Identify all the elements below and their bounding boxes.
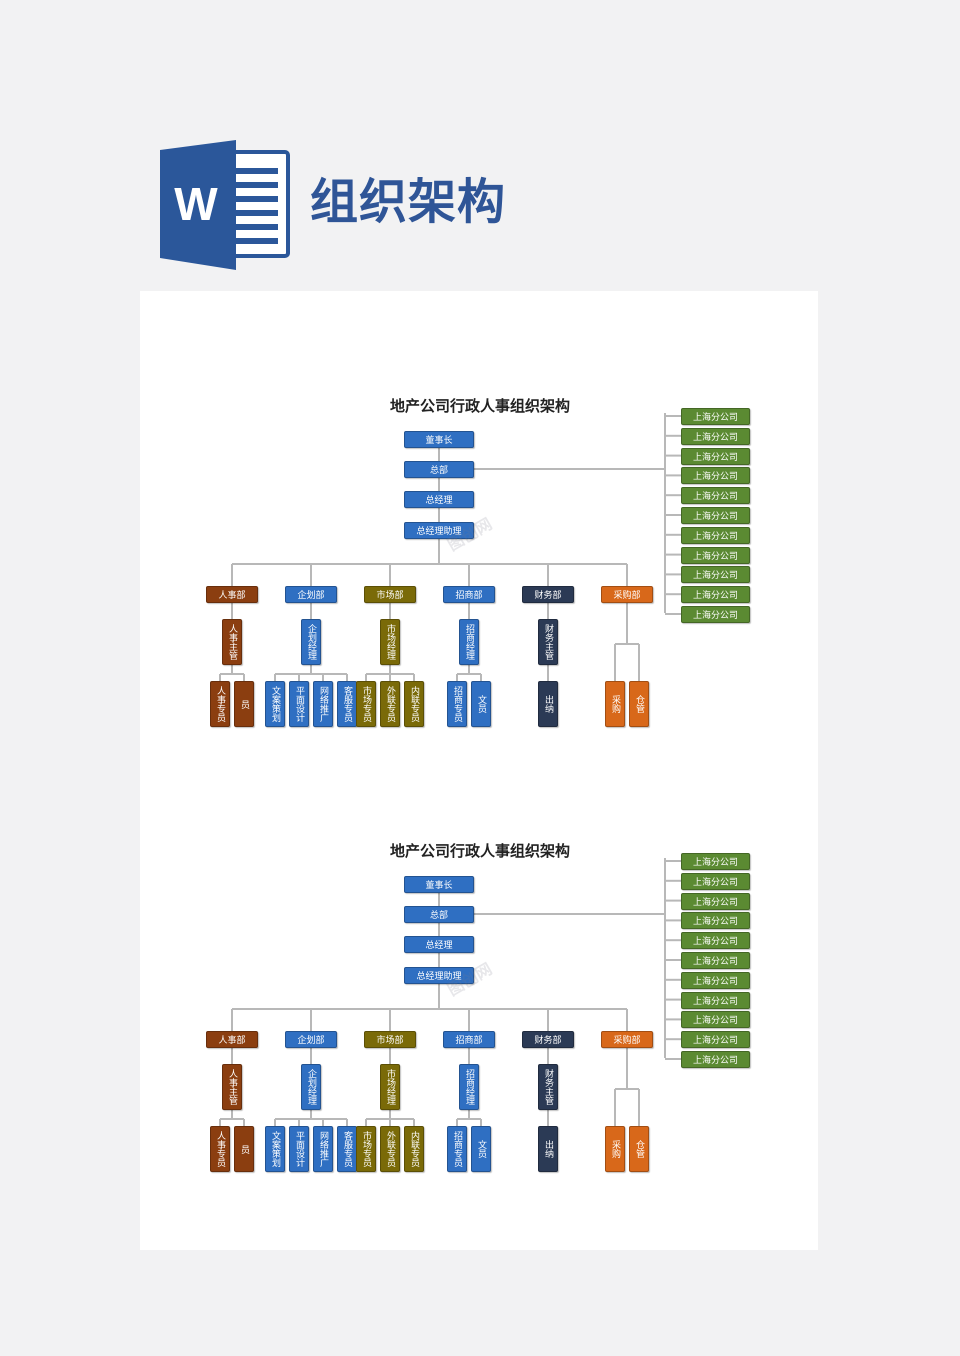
staff-marketing: 市场专员 [356,1126,376,1172]
staff-planning: 网络推广 [313,681,333,727]
top-node: 总经理助理 [404,522,474,539]
top-node: 总部 [404,906,474,923]
manager-planning: 企划经理 [301,1064,321,1110]
top-node: 总经理助理 [404,967,474,984]
manager-finance: 财务主管 [538,619,558,665]
department-purchasing: 采购部 [601,586,653,603]
branch-office: 上海分公司 [681,853,750,870]
page-title: 组织架构 [310,174,507,230]
word-icon: W [160,140,290,270]
department-planning: 企划部 [285,1031,337,1048]
staff-planning: 文案策划 [265,1126,285,1172]
manager-hr: 人事主管 [222,619,242,665]
staff-purchasing: 采购 [605,1126,625,1172]
staff-planning: 文案策划 [265,681,285,727]
manager-marketing: 市场经理 [380,1064,400,1110]
branch-office: 上海分公司 [681,487,750,505]
org-chart-2: 地产公司行政人事组织架构董事长总部总经理总经理助理上海分公司上海分公司上海分公司… [140,836,818,1196]
department-planning: 企划部 [285,586,337,603]
top-node: 总部 [404,461,474,478]
department-finance: 财务部 [522,586,574,603]
branch-office: 上海分公司 [681,546,750,564]
staff-investment: 文员 [471,1126,491,1172]
top-node: 总经理 [404,936,474,953]
branch-office: 上海分公司 [681,872,750,890]
branch-office: 上海分公司 [681,991,750,1009]
staff-investment: 文员 [471,681,491,727]
staff-planning: 客服专员 [337,681,357,727]
branch-office: 上海分公司 [681,408,750,425]
manager-marketing: 市场经理 [380,619,400,665]
department-finance: 财务部 [522,1031,574,1048]
branch-office: 上海分公司 [681,467,750,485]
connector-lines [219,858,681,1126]
staff-investment: 招商专员 [447,681,467,727]
branch-office: 上海分公司 [681,912,750,930]
staff-planning: 客服专员 [337,1126,357,1172]
manager-hr: 人事主管 [222,1064,242,1110]
org-chart-1: 地产公司行政人事组织架构董事长总部总经理总经理助理上海分公司上海分公司上海分公司… [140,391,818,751]
top-node: 董事长 [404,876,474,893]
chart-title: 地产公司行政人事组织架构 [389,397,570,415]
staff-investment: 招商专员 [447,1126,467,1172]
document-page: 地产公司行政人事组织架构董事长总部总经理总经理助理上海分公司上海分公司上海分公司… [140,291,818,1250]
chart-title: 地产公司行政人事组织架构 [389,842,570,860]
staff-planning: 平面设计 [289,1126,309,1172]
manager-planning: 企划经理 [301,619,321,665]
staff-purchasing: 仓管 [629,1126,649,1172]
branch-office: 上海分公司 [681,932,750,950]
department-purchasing: 采购部 [601,1031,653,1048]
branch-office: 上海分公司 [681,566,750,584]
page-header: W 组织架构 [0,0,960,290]
staff-hr: 人事专员 [210,681,230,727]
top-node: 董事长 [404,431,474,448]
staff-hr: 人事专员 [210,1126,230,1172]
staff-finance: 出纳 [538,1126,558,1172]
staff-marketing: 内联专员 [404,681,424,727]
staff-marketing: 外联专员 [380,681,400,727]
branch-office: 上海分公司 [681,1031,750,1049]
branch-office: 上海分公司 [681,447,750,465]
department-marketing: 市场部 [364,1031,416,1048]
staff-marketing: 外联专员 [380,1126,400,1172]
svg-text:W: W [174,178,218,230]
branch-office: 上海分公司 [681,586,750,604]
staff-marketing: 市场专员 [356,681,376,727]
branch-office: 上海分公司 [681,606,750,623]
branch-office: 上海分公司 [681,952,750,969]
branch-office: 上海分公司 [681,427,750,445]
branch-office: 上海分公司 [681,1011,750,1029]
department-investment: 招商部 [443,586,495,603]
staff-purchasing: 仓管 [629,681,649,727]
staff-finance: 出纳 [538,681,558,727]
staff-hr: 员 [234,681,254,727]
department-marketing: 市场部 [364,586,416,603]
manager-investment: 招商经理 [459,619,479,665]
manager-finance: 财务主管 [538,1064,558,1110]
branch-office: 上海分公司 [681,507,750,524]
branch-office: 上海分公司 [681,1051,750,1068]
staff-marketing: 内联专员 [404,1126,424,1172]
staff-hr: 员 [234,1126,254,1172]
branch-office: 上海分公司 [681,892,750,910]
department-hr: 人事部 [206,586,258,603]
staff-planning: 平面设计 [289,681,309,727]
manager-investment: 招商经理 [459,1064,479,1110]
top-node: 总经理 [404,491,474,508]
staff-planning: 网络推广 [313,1126,333,1172]
branch-office: 上海分公司 [681,971,750,989]
branch-office: 上海分公司 [681,526,750,544]
department-investment: 招商部 [443,1031,495,1048]
department-hr: 人事部 [206,1031,258,1048]
staff-purchasing: 采购 [605,681,625,727]
